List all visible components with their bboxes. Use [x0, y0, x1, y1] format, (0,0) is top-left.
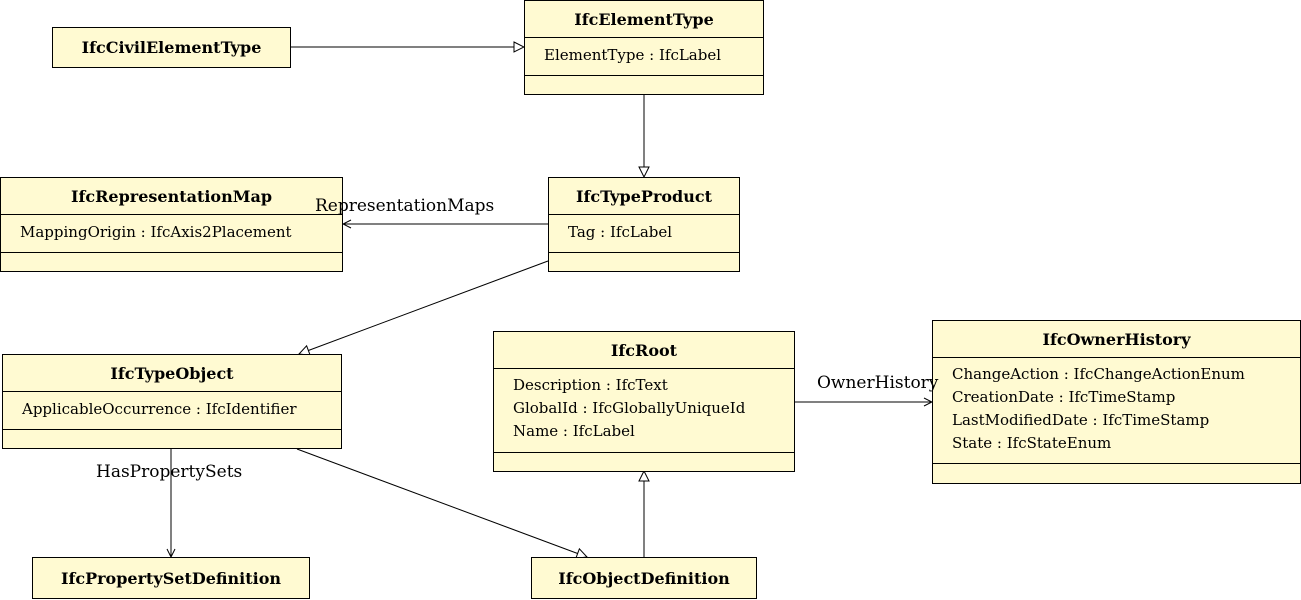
class-ifc-owner-history[interactable]: IfcOwnerHistory ChangeAction : IfcChange… — [932, 320, 1301, 484]
class-ifc-type-object[interactable]: IfcTypeObject ApplicableOccurrence : Ifc… — [2, 354, 342, 449]
class-name: IfcRepresentationMap — [1, 178, 342, 215]
class-name: IfcRoot — [494, 332, 794, 369]
class-ifc-type-product[interactable]: IfcTypeProduct Tag : IfcLabel — [548, 177, 740, 272]
class-name: IfcOwnerHistory — [933, 321, 1300, 358]
class-ifc-object-definition[interactable]: IfcObjectDefinition — [531, 557, 757, 599]
class-attributes: MappingOrigin : IfcAxis2Placement — [1, 215, 342, 253]
class-attributes: Tag : IfcLabel — [549, 215, 739, 253]
class-attributes: ApplicableOccurrence : IfcIdentifier — [3, 392, 341, 430]
class-attributes: ElementType : IfcLabel — [525, 38, 763, 76]
class-name: IfcTypeObject — [3, 355, 341, 392]
class-attributes: Description : IfcText GlobalId : IfcGlob… — [494, 369, 794, 453]
association-label-representation-maps: RepresentationMaps — [315, 196, 495, 216]
class-name: IfcPropertySetDefinition — [60, 568, 282, 588]
class-name: IfcObjectDefinition — [558, 568, 730, 588]
class-ifc-representation-map[interactable]: IfcRepresentationMap MappingOrigin : Ifc… — [0, 177, 343, 272]
attribute: ElementType : IfcLabel — [544, 46, 722, 64]
generalization-typeproduct-to-typeobject — [299, 260, 549, 354]
attribute: ChangeAction : IfcChangeActionEnum — [952, 365, 1245, 383]
class-name: IfcTypeProduct — [549, 178, 739, 215]
attribute: Tag : IfcLabel — [568, 223, 673, 241]
association-label-has-property-sets: HasPropertySets — [96, 462, 243, 482]
generalization-typeobject-to-objectdefinition — [296, 448, 587, 557]
class-name: IfcCivilElementType — [81, 38, 262, 57]
class-attributes: ChangeAction : IfcChangeActionEnum Creat… — [933, 358, 1300, 464]
association-label-owner-history: OwnerHistory — [817, 373, 939, 393]
class-ifc-civil-element-type[interactable]: IfcCivilElementType — [52, 27, 291, 68]
class-ifc-root[interactable]: IfcRoot Description : IfcText GlobalId :… — [493, 331, 795, 472]
class-ifc-element-type[interactable]: IfcElementType ElementType : IfcLabel — [524, 0, 764, 95]
attribute: LastModifiedDate : IfcTimeStamp — [952, 411, 1210, 429]
class-name: IfcElementType — [525, 1, 763, 38]
attribute: CreationDate : IfcTimeStamp — [952, 388, 1176, 406]
class-ifc-property-set-definition[interactable]: IfcPropertySetDefinition — [32, 557, 310, 599]
attribute: Description : IfcText — [513, 376, 668, 394]
attribute: Name : IfcLabel — [513, 422, 635, 440]
attribute: GlobalId : IfcGloballyUniqueId — [513, 399, 746, 417]
attribute: State : IfcStateEnum — [952, 434, 1112, 452]
attribute: ApplicableOccurrence : IfcIdentifier — [22, 400, 297, 418]
attribute: MappingOrigin : IfcAxis2Placement — [20, 223, 292, 241]
